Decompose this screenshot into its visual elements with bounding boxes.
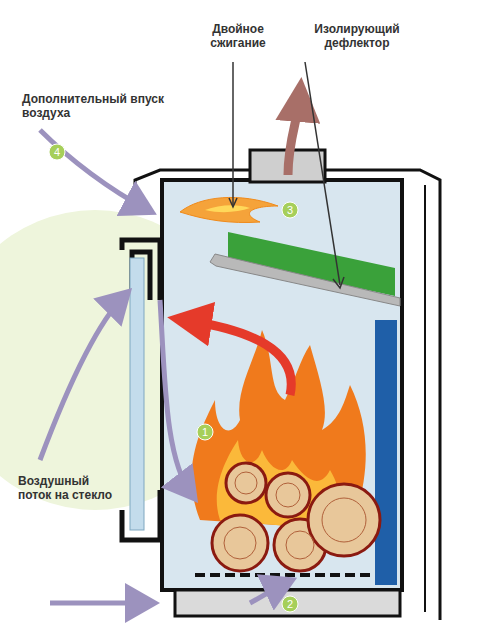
callout-number: 3 xyxy=(282,202,298,218)
ash-pan xyxy=(175,590,400,616)
callout-number: 2 xyxy=(282,596,298,612)
deflector-plate xyxy=(210,254,400,306)
secondary-flame xyxy=(180,197,278,222)
stove-body xyxy=(162,180,402,590)
door-glass xyxy=(130,258,144,530)
callout-number: 1 xyxy=(197,424,213,440)
part-label: Изолирующий дефлектор xyxy=(302,22,412,50)
part-label: Воздушный поток на стекло xyxy=(18,474,118,502)
grate xyxy=(195,573,370,577)
callout-number: 4 xyxy=(49,144,65,160)
part-label: Дополнительный впуск воздуха xyxy=(22,92,182,120)
casing-wall xyxy=(424,185,426,612)
part-label: Двойное сжигание xyxy=(193,22,283,50)
outer-casing xyxy=(135,170,440,620)
gas-flow-arrow xyxy=(185,320,291,395)
smoke-arrow xyxy=(288,95,300,175)
secondary-flame-core xyxy=(205,205,250,212)
side-panel xyxy=(375,320,397,585)
